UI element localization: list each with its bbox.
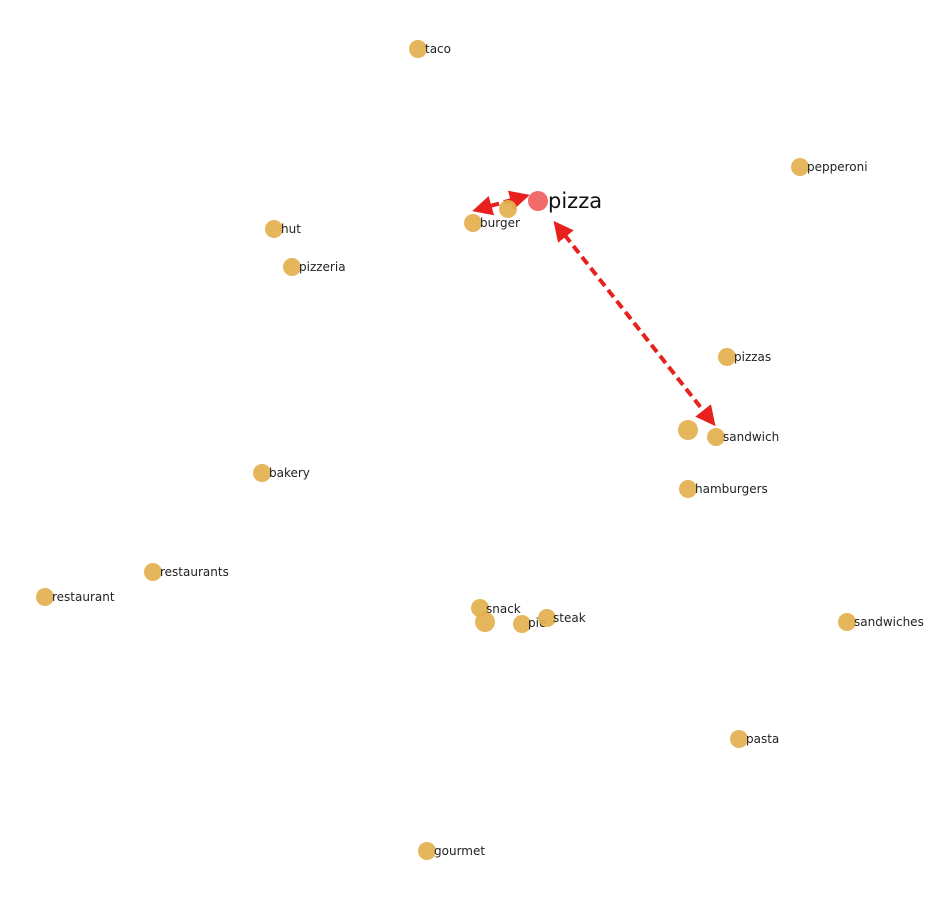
distance-arrows <box>472 190 716 427</box>
point-label-steak: steak <box>553 611 586 625</box>
point-label-sandwich: sandwich <box>723 430 779 444</box>
word-point-restaurant[interactable]: restaurant <box>36 588 115 606</box>
point-dot-restaurants[interactable] <box>144 563 162 581</box>
point-dot-pizzeria[interactable] <box>283 258 301 276</box>
point-dot-taco[interactable] <box>409 40 427 58</box>
point-dot-gourmet[interactable] <box>418 842 436 860</box>
word-point-pasta[interactable]: pasta <box>730 730 779 748</box>
point-label-pizzas: pizzas <box>734 350 771 364</box>
distance-arrow-pizza-burger <box>472 190 530 216</box>
point-dot-snack-cluster[interactable] <box>475 612 495 632</box>
point-dot-steak[interactable] <box>538 609 556 627</box>
point-dot-pepperoni[interactable] <box>791 158 809 176</box>
point-dot-pie[interactable] <box>513 615 531 633</box>
point-dot-sandwich-cluster[interactable] <box>678 420 698 440</box>
word-point-restaurants[interactable]: restaurants <box>144 563 229 581</box>
point-label-snack: snack <box>486 602 521 616</box>
point-label-hamburgers: hamburgers <box>695 482 768 496</box>
focus-label-pizza: pizza <box>548 189 602 213</box>
word-point-pizzas[interactable]: pizzas <box>718 348 771 366</box>
point-dot-burger[interactable] <box>464 214 482 232</box>
point-label-sandwiches: sandwiches <box>854 615 924 629</box>
point-label-gourmet: gourmet <box>434 844 485 858</box>
focus-word: pizza <box>528 189 602 213</box>
word-point-hamburgers[interactable]: hamburgers <box>679 480 768 498</box>
point-label-hut: hut <box>281 222 301 236</box>
point-dot-restaurant[interactable] <box>36 588 54 606</box>
focus-point-pizza[interactable] <box>528 191 548 211</box>
word-point-pizzeria[interactable]: pizzeria <box>283 258 346 276</box>
point-dot-sandwiches[interactable] <box>838 613 856 631</box>
point-label-bakery: bakery <box>269 466 310 480</box>
word-point-pepperoni[interactable]: pepperoni <box>791 158 868 176</box>
word-point-sandwiches[interactable]: sandwiches <box>838 613 924 631</box>
word-point-burger[interactable]: burger <box>464 214 520 232</box>
point-dot-hut[interactable] <box>265 220 283 238</box>
point-label-pasta: pasta <box>746 732 779 746</box>
word-point-snack-cluster[interactable] <box>475 612 495 632</box>
point-label-restaurant: restaurant <box>52 590 115 604</box>
point-dot-hamburgers[interactable] <box>679 480 697 498</box>
point-label-taco: taco <box>425 42 451 56</box>
point-label-pepperoni: pepperoni <box>807 160 868 174</box>
distance-arrow-pizza-sandwich <box>553 220 716 427</box>
point-dot-bakery[interactable] <box>253 464 271 482</box>
word-points: taco pepperoni burger hut pizzeria pizzas sand… <box>36 40 924 860</box>
point-dot-pasta[interactable] <box>730 730 748 748</box>
word-point-sandwich-cluster[interactable] <box>678 420 698 440</box>
word-point-burger-cluster[interactable] <box>499 200 517 218</box>
point-label-restaurants: restaurants <box>160 565 229 579</box>
word-point-steak[interactable]: steak <box>538 609 586 627</box>
word-point-sandwich[interactable]: sandwich <box>707 428 779 446</box>
point-dot-burger-cluster[interactable] <box>499 200 517 218</box>
word-point-snack[interactable]: snack <box>471 599 521 617</box>
word-point-gourmet[interactable]: gourmet <box>418 842 485 860</box>
point-dot-sandwich[interactable] <box>707 428 725 446</box>
word-point-hut[interactable]: hut <box>265 220 301 238</box>
point-label-pizzeria: pizzeria <box>299 260 346 274</box>
point-dot-pizzas[interactable] <box>718 348 736 366</box>
word-point-bakery[interactable]: bakery <box>253 464 310 482</box>
point-label-burger: burger <box>480 216 520 230</box>
word-point-taco[interactable]: taco <box>409 40 451 58</box>
